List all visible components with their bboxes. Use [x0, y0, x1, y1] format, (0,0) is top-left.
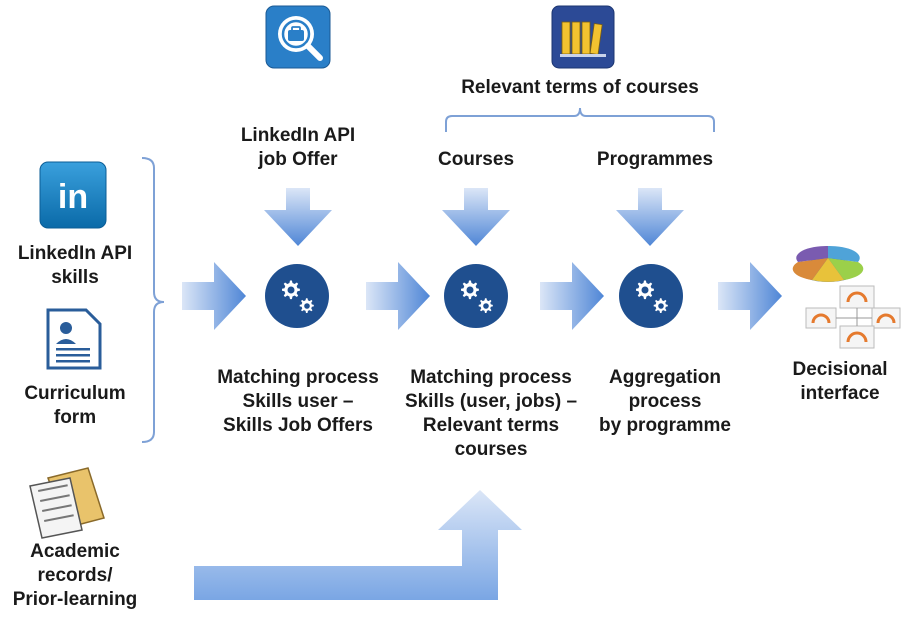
arrow-aggregation-to-output [718, 262, 782, 330]
arrow-inputs-to-matching1 [182, 262, 246, 330]
relevant-terms-label: Relevant terms of courses [461, 77, 699, 98]
courses-label: Courses [437, 149, 515, 170]
decisional-interface-label: Decisional interface [792, 359, 888, 404]
gear-icon [444, 264, 508, 328]
linkedin-logo-icon: in [39, 161, 107, 229]
curriculum-document-icon [46, 308, 102, 370]
dashboard-icon [805, 285, 901, 349]
arrow-programmes-down [616, 188, 684, 246]
aggregation-process-label: Aggregation process by programme [599, 367, 731, 436]
linkedin-skills-label: LinkedIn API skills [17, 243, 133, 288]
terms-bracket [445, 107, 715, 132]
matching-process-1-label: Matching process Skills user – Skills Jo… [217, 367, 379, 436]
job-search-icon [265, 5, 331, 69]
pie-chart-icon [792, 245, 864, 282]
input-bracket [141, 157, 165, 443]
arrow-matching1-to-matching2 [366, 262, 430, 330]
books-icon [551, 5, 615, 69]
academic-records-label: Academic records/ Prior-learning [12, 541, 138, 610]
linkedin-logo-text: in [58, 178, 88, 216]
job-offer-label: LinkedIn API job Offer [240, 125, 356, 170]
programmes-label: Programmes [596, 149, 714, 170]
gear-icon [265, 264, 329, 328]
gear-icon [619, 264, 683, 328]
arrow-courses-down [442, 188, 510, 246]
arrow-joboffer-down [264, 188, 332, 246]
matching-process-2-label: Matching process Skills (user, jobs) – R… [404, 367, 578, 460]
curriculum-form-label: Curriculum form [24, 383, 126, 428]
arrow-matching2-to-aggregation [540, 262, 604, 330]
arrow-academic-to-matching2 [194, 490, 522, 600]
academic-records-icon [29, 467, 105, 539]
